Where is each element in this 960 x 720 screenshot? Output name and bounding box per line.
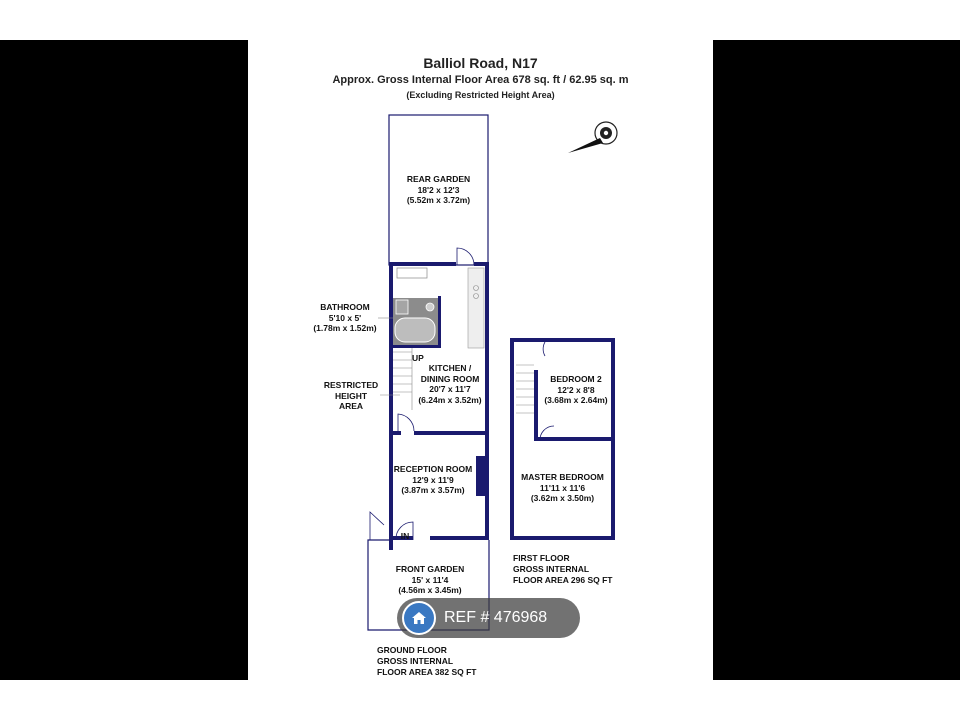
stairs-up-label: UP: [412, 353, 424, 363]
ground-floor-area-label: GROUND FLOOR GROSS INTERNAL FLOOR AREA 3…: [377, 645, 477, 677]
ground-floor-walls: [389, 262, 489, 550]
ground-stairs: [393, 348, 413, 410]
kitchen-worktop: [467, 267, 485, 349]
master-bedroom-label: MASTER BEDROOM 11'11 x 11'6 (3.62m x 3.5…: [521, 472, 604, 503]
entrance-in-label: IN: [400, 531, 410, 541]
kitchen-dining-label: KITCHEN / DINING ROOM 20'7 x 11'7 (6.24m…: [418, 363, 482, 405]
top-margin: [0, 0, 960, 40]
garden-door-arc: [456, 247, 475, 266]
reference-watermark: REF # 476968: [397, 598, 580, 638]
bottom-margin: [0, 680, 960, 720]
garden-gate: [369, 511, 385, 540]
compass-icon: [568, 121, 618, 153]
rear-garden-label: REAR GARDEN 18'2 x 12'3 (5.52m x 3.72m): [406, 174, 471, 205]
reception-door-arc: [397, 413, 415, 432]
reception-room-label: RECEPTION ROOM 12'9 x 11'9 (3.87m x 3.57…: [393, 464, 473, 495]
page-title: Balliol Road, N17: [423, 55, 538, 71]
floorplan-sheet: Balliol Road, N17 Approx. Gross Internal…: [248, 40, 713, 680]
restricted-area-label: RESTRICTED HEIGHT AREA: [323, 380, 379, 411]
bedroom-2-label: BEDROOM 2 12'2 x 8'8 (3.68m x 2.64m): [544, 374, 608, 405]
first-stairs: [516, 364, 534, 414]
right-letterbox: [713, 40, 960, 680]
front-garden-label: FRONT GARDEN 15' x 11'4 (4.56m x 3.45m): [395, 564, 465, 595]
left-letterbox: [0, 40, 248, 680]
first-floor-walls: [510, 338, 615, 540]
basin-fixture: [425, 302, 435, 312]
shower-tray: [395, 299, 409, 315]
reference-number: REF # 476968: [444, 609, 548, 626]
home-icon: [402, 601, 436, 635]
bath-fixture: [394, 317, 436, 343]
front-door-arc: [395, 521, 414, 541]
kitchen-sink: [396, 267, 428, 279]
first-floor-area-label: FIRST FLOOR GROSS INTERNAL FLOOR AREA 29…: [513, 553, 613, 585]
bathroom-label: BATHROOM 5'10 x 5' (1.78m x 1.52m): [313, 302, 377, 333]
exclusion-note: (Excluding Restricted Height Area): [406, 90, 555, 100]
floor-area-subtitle: Approx. Gross Internal Floor Area 678 sq…: [332, 74, 629, 86]
